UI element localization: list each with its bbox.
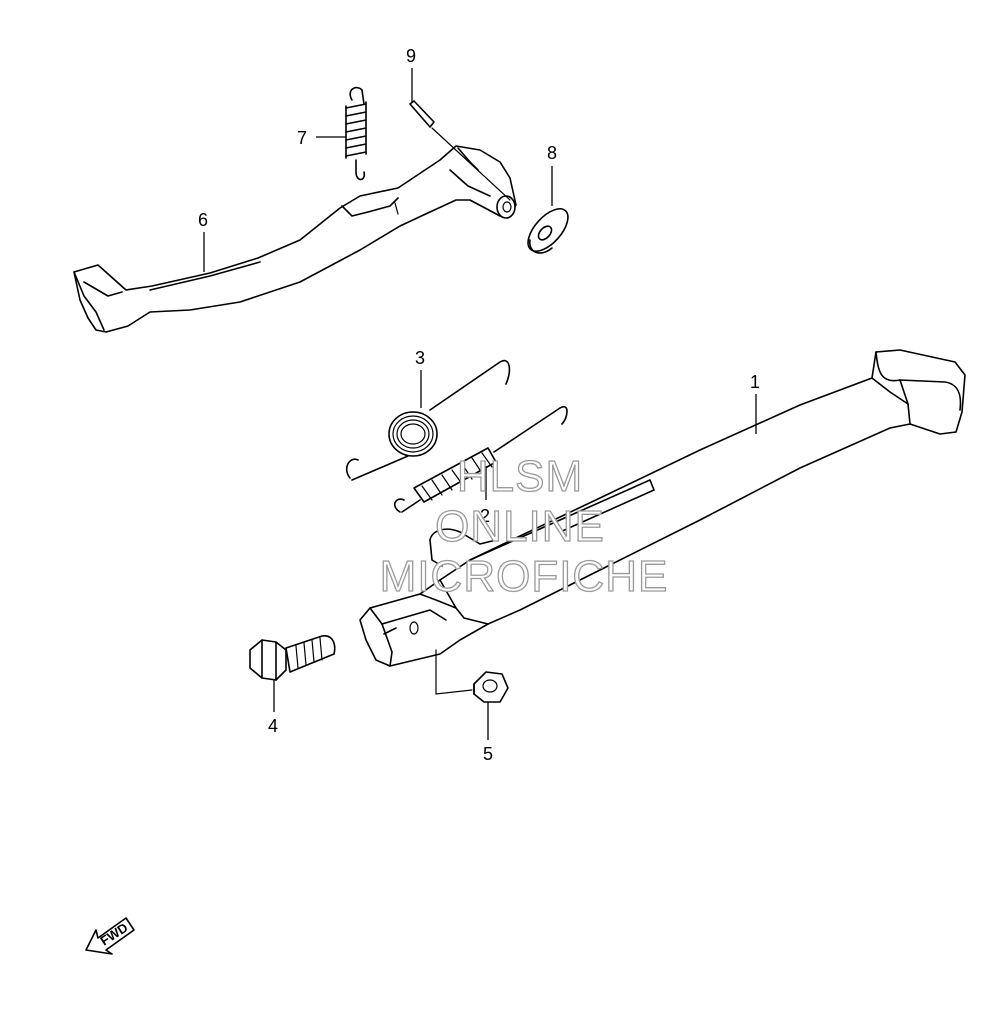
fwd-indicator: FWD [85,917,135,955]
part-2-spring [393,405,568,513]
part-3-spring [345,359,511,481]
part-1-side-stand [359,349,966,667]
callout-6: 6 [198,210,208,230]
leader-lines [203,68,757,740]
callout-1: 1 [750,372,760,392]
part-6-stand-lever [73,145,517,333]
part-8-washer [527,208,569,254]
watermark-line-3: MICROFICHE [380,552,669,601]
part-4-bolt [249,635,336,681]
callout-7: 7 [297,128,307,148]
part-7-spring [345,86,367,181]
watermark-line-1: HLSM [457,452,583,501]
callout-numbers: 1 2 3 4 5 6 7 8 9 [198,46,760,764]
forward-arrow-icon [85,917,135,955]
callout-8: 8 [547,143,557,163]
callout-3: 3 [415,348,425,368]
part-5-nut [435,649,509,703]
watermark: HLSM ONLINE MICROFICHE [379,451,669,601]
callout-9: 9 [406,46,416,66]
callout-4: 4 [268,716,278,736]
callout-2: 2 [480,506,490,526]
callout-5: 5 [483,744,493,764]
watermark-line-2: ONLINE [435,502,605,551]
part-9-pin [409,100,511,201]
